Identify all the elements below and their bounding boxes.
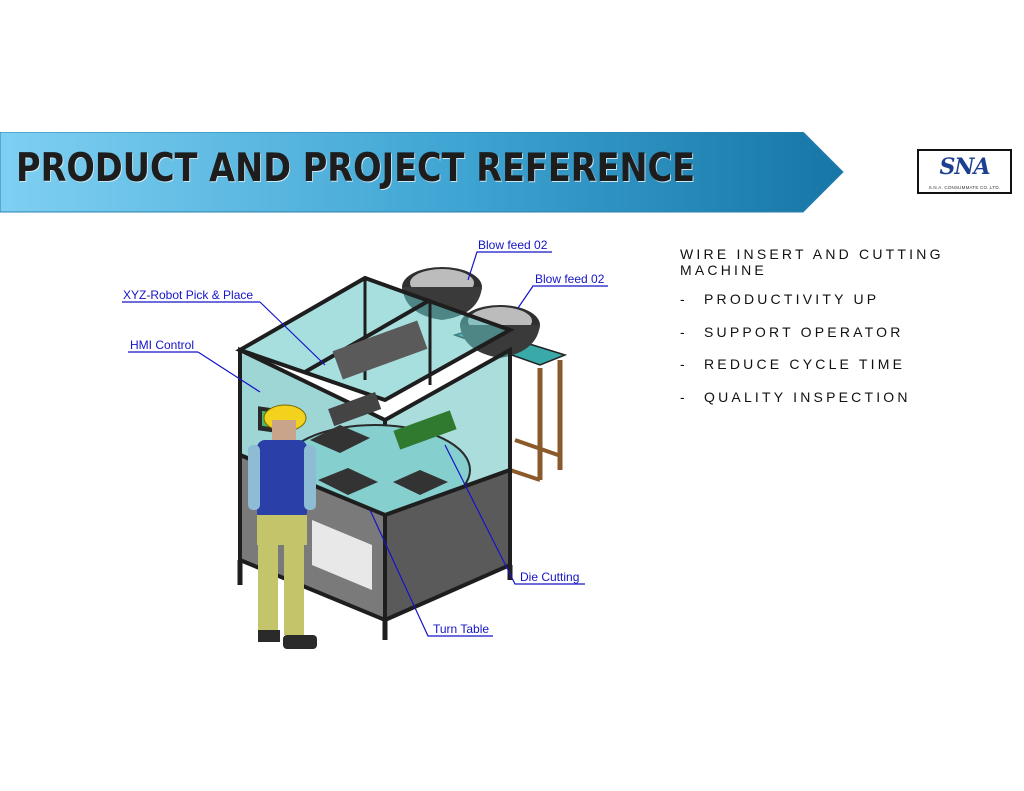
- operator-figure: [248, 404, 317, 649]
- callout-die-cutting: Die Cutting: [520, 570, 580, 584]
- list-item-text: REDUCE CYCLE TIME: [704, 356, 906, 372]
- callout-blow-feed-2: Blow feed 02: [535, 272, 605, 286]
- list-bullet: -: [680, 323, 688, 340]
- machine-spec-list: WIRE INSERT AND CUTTING MACHINE - PRODUC…: [680, 246, 1024, 421]
- machine-frame: [235, 275, 515, 640]
- callout-turn-table: Turn Table: [433, 622, 490, 636]
- list-item: - REDUCE CYCLE TIME: [680, 356, 1024, 389]
- callout-leaders: [122, 251, 608, 637]
- list-item-text: SUPPORT OPERATOR: [704, 323, 904, 340]
- logo-company-name: S.N.A. CONSUMMATE CO.,LTD.: [928, 185, 1001, 190]
- list-item: - QUALITY INSPECTION: [680, 389, 1024, 422]
- list-item: - PRODUCTIVITY UP: [680, 291, 1024, 324]
- list-bullet: -: [680, 388, 688, 405]
- callout-robot: XYZ-Robot Pick & Place: [123, 288, 254, 302]
- list-item-text: PRODUCTIVITY UP: [704, 291, 880, 307]
- company-logo: SNA S.N.A. CONSUMMATE CO.,LTD.: [917, 149, 1012, 194]
- callout-blow-feed-1: Blow feed 02: [478, 238, 548, 252]
- callout-hmi: HMI Control: [130, 338, 195, 352]
- banner-arrow-shape: [0, 132, 844, 213]
- list-item-text: QUALITY INSPECTION: [704, 388, 911, 405]
- page-title: PRODUCT AND PROJECT REFERENCE: [16, 146, 696, 191]
- machine-illustration: [122, 251, 608, 649]
- logo-mark: SNA: [939, 154, 990, 180]
- list-bullet: -: [680, 356, 688, 372]
- list-bullet: -: [680, 291, 688, 307]
- list-item: - SUPPORT OPERATOR: [680, 324, 1024, 357]
- title-banner: [0, 132, 845, 213]
- spec-title: WIRE INSERT AND CUTTING MACHINE: [680, 246, 944, 278]
